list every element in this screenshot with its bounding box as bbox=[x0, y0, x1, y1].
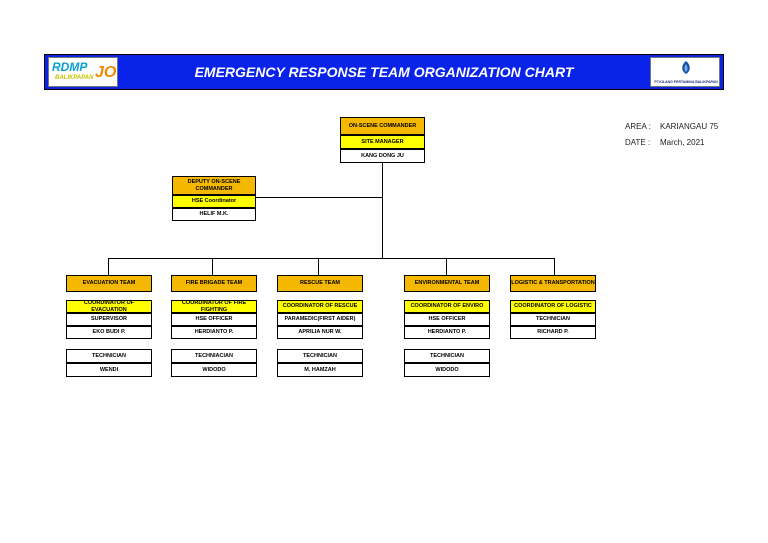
deputy-title: DEPUTY ON-SCENE COMMANDER bbox=[172, 176, 256, 195]
connector-team-2 bbox=[212, 258, 213, 275]
team-position: TECHNICIAN bbox=[510, 313, 596, 326]
team-position: PARAMEDIC(FIRST AIDER) bbox=[277, 313, 363, 326]
pertamina-emblem-icon bbox=[682, 61, 690, 74]
team-member-name: WIDODO bbox=[404, 363, 490, 377]
team-coordinator: COORDINATOR OF ENVIRO bbox=[404, 300, 490, 313]
date-value: March, 2021 bbox=[660, 138, 705, 147]
team-coordinator: COORDINATOR OF FIRE FIGHTING bbox=[171, 300, 257, 313]
connector-team-5 bbox=[554, 258, 555, 275]
commander-title: ON-SCENE COMMANDER bbox=[340, 117, 425, 135]
rdmp-balikpapan-logo: RDMP BALIKPAPAN JO bbox=[48, 57, 118, 87]
date-label: DATE : bbox=[625, 138, 651, 147]
deputy-name: HELIF M.K. bbox=[172, 208, 256, 221]
area-label: AREA : bbox=[625, 122, 651, 131]
team-person: APRILIA NUR W. bbox=[277, 326, 363, 339]
team-position: HSE OFFICER bbox=[404, 313, 490, 326]
team-person: HERDIANTO P. bbox=[404, 326, 490, 339]
connector-main-vertical bbox=[382, 163, 383, 258]
logo-main-text: RDMP bbox=[52, 60, 88, 74]
team-coordinator: COORDINATOR OF LOGISTIC bbox=[510, 300, 596, 313]
connector-team-1 bbox=[108, 258, 109, 275]
team-person: EKO BUDI P. bbox=[66, 326, 152, 339]
commander-role: SITE MANAGER bbox=[340, 135, 425, 149]
team-title: RESCUE TEAM bbox=[277, 275, 363, 292]
pertamina-logo: PT.KILANG PERTAMINA BALIKPAPAN bbox=[650, 57, 720, 87]
team-coordinator: COORDINATOR OF EVACUATION bbox=[66, 300, 152, 313]
team-member-role: TECHNICIAN bbox=[277, 349, 363, 363]
team-member-name: M. HAMZAH bbox=[277, 363, 363, 377]
team-member-name: WIDODO bbox=[171, 363, 257, 377]
team-person: RICHARD P. bbox=[510, 326, 596, 339]
team-member-name: WENDI bbox=[66, 363, 152, 377]
area-value: KARIANGAU 75 bbox=[660, 122, 719, 131]
logo-sub-text: BALIKPAPAN bbox=[55, 75, 94, 81]
team-member-role: TECHNICIAN bbox=[404, 349, 490, 363]
page-title: EMERGENCY RESPONSE TEAM ORGANIZATION CHA… bbox=[194, 64, 574, 80]
team-title: ENVIRONMENTAL TEAM bbox=[404, 275, 490, 292]
header-bar bbox=[44, 54, 724, 90]
team-title: FIRE BRIGADE TEAM bbox=[171, 275, 257, 292]
team-member-role: TECHNIACIAN bbox=[171, 349, 257, 363]
deputy-role: HSE Coordinator bbox=[172, 195, 256, 208]
connector-team-3 bbox=[318, 258, 319, 275]
connector-deputy bbox=[256, 197, 382, 198]
team-person: HERDIANTO P. bbox=[171, 326, 257, 339]
logo-jo-text: JO bbox=[95, 64, 117, 81]
team-title: LOGISTIC & TRANSPORTATION bbox=[510, 275, 596, 292]
team-member-role: TECHNICIAN bbox=[66, 349, 152, 363]
team-coordinator: COORDINATOR OF RESCUE bbox=[277, 300, 363, 313]
pertamina-logo-text: PT.KILANG PERTAMINA BALIKPAPAN bbox=[654, 80, 718, 84]
connector-team-4 bbox=[446, 258, 447, 275]
team-position: SUPERVISOR bbox=[66, 313, 152, 326]
connector-teams-horizontal bbox=[108, 258, 555, 259]
team-position: HSE OFFICER bbox=[171, 313, 257, 326]
commander-name: KANG DONG JU bbox=[340, 149, 425, 163]
team-title: EVACUATION TEAM bbox=[66, 275, 152, 292]
